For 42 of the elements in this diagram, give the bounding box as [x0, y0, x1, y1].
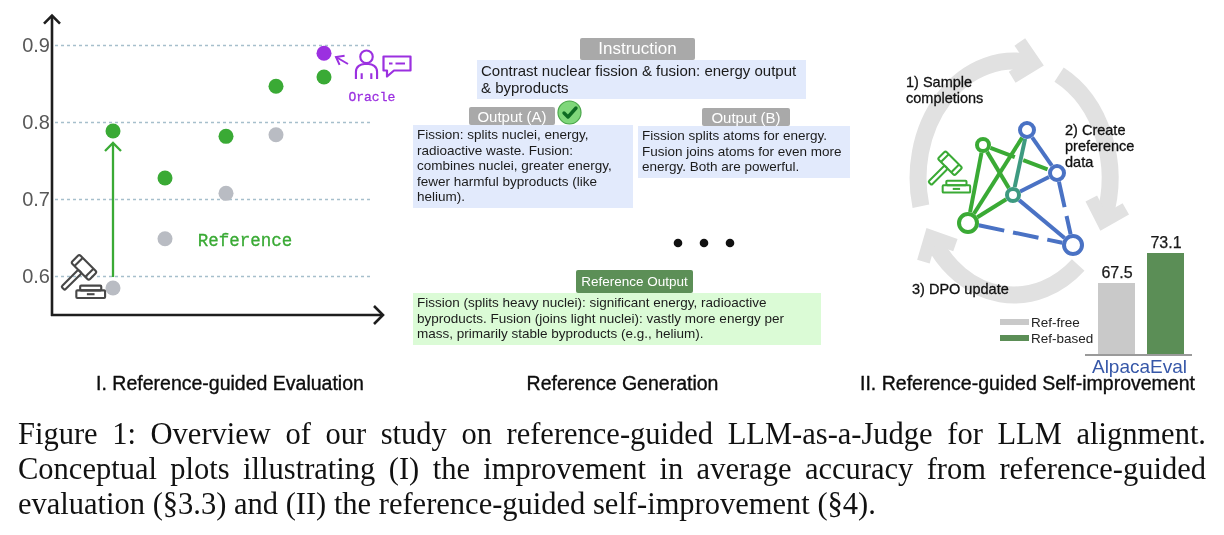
tick-label: 0.6 [21, 263, 50, 288]
value-label: 67.5 [1100, 264, 1134, 283]
value-label: 73.1 [1149, 234, 1183, 252]
text-panel: Fission: splits nuclei, energy, radioactive waste. Fusion: combines nuclei, greater energy, fewer harmful byproducts (like helium). [413, 125, 633, 208]
text-panel: Fission splits atoms for energy. Fusion joins atoms for even more energy. Both are powerful. [638, 126, 850, 178]
network-link [989, 145, 1050, 172]
heading-tag: Reference Output [576, 270, 693, 293]
heading-tag: Output (A) [469, 107, 555, 125]
panel-title: I. Reference-guided Evaluation [95, 371, 365, 396]
network-link [968, 152, 984, 213]
network-node [957, 212, 979, 234]
figure-caption: Figure 1: Overview of our study on reference-guided LLM-as-a-Judge for LLM alignment. Conceptual plots illustrating (I) the improvement in average accuracy from reference-guided evaluation (§3.3) and (II) the reference-guided self-improvement (§4). [18, 417, 1206, 522]
network-link [972, 136, 1024, 215]
heading-tag: Instruction [580, 38, 695, 60]
legend-label: Ref-free [1031, 314, 1080, 330]
network-node [1005, 187, 1021, 203]
network-link [1017, 198, 1066, 240]
network-node [1018, 121, 1036, 139]
legend-label: Ref-based [1031, 330, 1094, 346]
tick-label: 0.8 [21, 109, 50, 134]
tick-label: 0.9 [21, 32, 50, 57]
network-node [1048, 164, 1066, 182]
network-node [975, 137, 991, 153]
step-label: 3) DPO update [912, 281, 1010, 297]
network-node [1062, 234, 1084, 256]
text-panel: Contrast nuclear fission & fusion: energy output & byproducts [477, 60, 806, 99]
annotation-label: Reference [197, 231, 293, 253]
network-link [1057, 181, 1073, 235]
network-link [976, 197, 1008, 219]
network-link [978, 223, 1063, 245]
category-label: AlpacaEval [1091, 355, 1188, 377]
heading-tag: Output (B) [702, 108, 790, 126]
tick-label: 0.7 [21, 186, 50, 211]
network-link [1030, 136, 1054, 167]
network-link [985, 150, 1011, 190]
step-label: 1) Sample completions [906, 74, 985, 106]
step-label: 2) Create preference data [1065, 122, 1136, 170]
annotation-label: Oracle [348, 88, 396, 106]
network-link [1012, 138, 1028, 188]
panel-title: Reference Generation [525, 371, 720, 396]
text-panel: Fission (splits heavy nuclei): significant energy, radioactive byproducts. Fusion (joins light nuclei): vastly more energy per mass, primarily stable byproducts (e.g., helium). [413, 293, 821, 345]
network-link [1019, 175, 1050, 194]
